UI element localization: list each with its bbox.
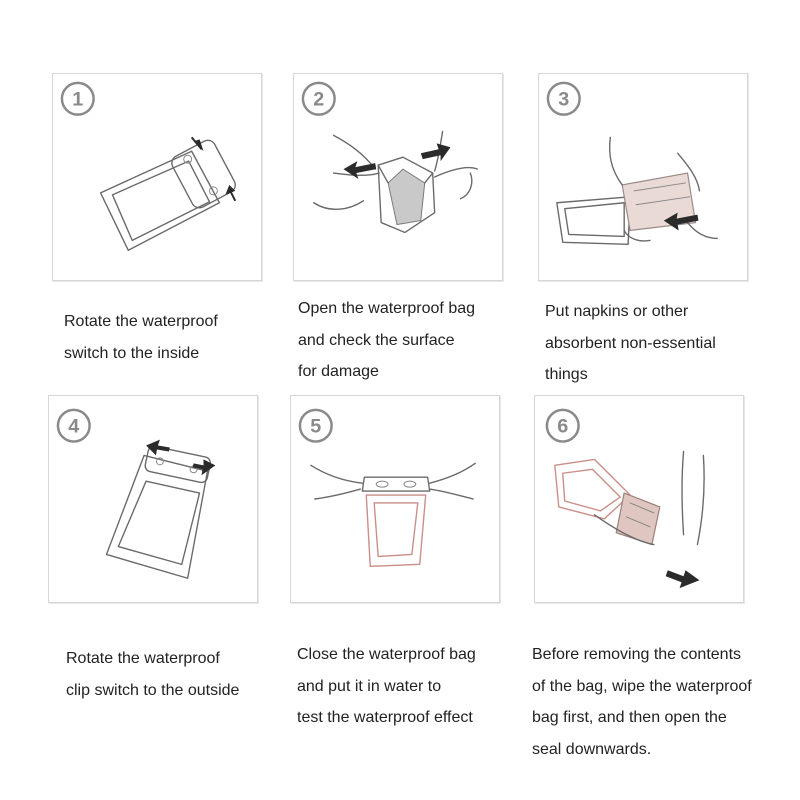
step-number: 2 <box>313 89 324 111</box>
caption-line: and check the surface <box>298 331 455 349</box>
step-3-illustration: 3 <box>546 81 718 246</box>
hand-right-icon <box>433 130 478 200</box>
downward-arrow-icon <box>665 570 700 589</box>
step-3-panel: 3 <box>538 73 748 281</box>
hands-icon <box>593 450 705 546</box>
step-number: 3 <box>558 89 569 111</box>
step-4-caption: Rotate the waterproof clip switch to the… <box>66 643 239 706</box>
step-3-caption: Put napkins or other absorbent non-essen… <box>545 296 716 391</box>
step-4-illustration: 4 <box>56 408 216 579</box>
caption-line: Open the waterproof bag <box>298 300 476 317</box>
caption-line: clip switch to the outside <box>66 681 240 699</box>
step-number: 6 <box>557 416 568 438</box>
hands-icon <box>310 462 476 500</box>
caption-line: Before removing the contents <box>532 646 742 663</box>
bag-with-napkin-icon <box>556 172 697 246</box>
caption-line: Rotate the waterproof <box>64 313 218 330</box>
caption-line: absorbent non-essential <box>545 334 716 352</box>
caption-line: bag first, and then open the <box>532 709 727 726</box>
step-5-panel: 5 <box>290 395 500 603</box>
step-6-panel: 6 <box>534 395 744 603</box>
step-number: 5 <box>310 416 321 438</box>
caption-line: and put it in water to <box>297 677 442 695</box>
step-number-badge: 3 <box>546 81 581 116</box>
step-5-caption: Close the waterproof bag and put it in w… <box>297 639 476 734</box>
step-1-panel: 1 <box>52 73 262 281</box>
insert-arrow-icon <box>663 212 699 231</box>
caption-line: for damage <box>298 363 379 380</box>
step-2-illustration: 2 <box>301 81 478 234</box>
step-number: 4 <box>68 416 79 438</box>
step-6-illustration: 6 <box>545 408 705 589</box>
caption-line: of the bag, wipe the waterproof <box>532 677 752 695</box>
bag-upright-icon <box>105 445 212 579</box>
hand-left-icon <box>313 134 380 210</box>
step-number-badge: 5 <box>298 408 333 443</box>
step-4-panel: 4 <box>48 395 258 603</box>
caption-line: Put napkins or other <box>545 303 689 320</box>
rotate-arrows-icon <box>190 136 237 202</box>
step-number-badge: 2 <box>301 81 336 116</box>
step-1-caption: Rotate the waterproof switch to the insi… <box>64 306 218 369</box>
step-number-badge: 6 <box>545 408 580 443</box>
hands-icon <box>608 136 718 242</box>
step-number-badge: 1 <box>60 81 95 116</box>
bag-rotated-icon <box>99 139 236 251</box>
caption-line: Close the waterproof bag <box>297 646 476 663</box>
caption-line: Rotate the waterproof <box>66 650 220 667</box>
step-number: 1 <box>72 89 83 111</box>
step-1-illustration: 1 <box>60 81 237 251</box>
bag-opening-icon <box>554 458 661 546</box>
pull-arrows-icon <box>343 143 451 179</box>
step-number-badge: 4 <box>56 408 91 443</box>
caption-line: switch to the inside <box>64 344 200 362</box>
step-2-caption: Open the waterproof bag and check the su… <box>298 293 475 388</box>
caption-line: test the waterproof effect <box>297 709 473 726</box>
open-bag-icon <box>377 156 436 234</box>
caption-line: things <box>545 366 588 383</box>
step-6-caption: Before removing the contents of the bag,… <box>532 639 752 765</box>
step-5-illustration: 5 <box>298 408 476 568</box>
closed-bag-icon <box>361 476 431 568</box>
step-2-panel: 2 <box>293 73 503 281</box>
caption-line: seal downwards. <box>532 740 652 758</box>
